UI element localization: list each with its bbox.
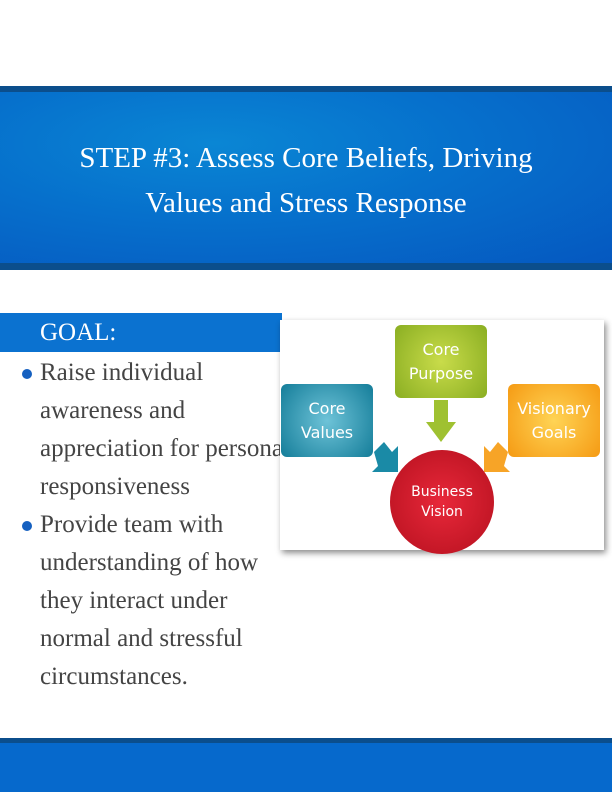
- bullet-icon: [22, 521, 32, 531]
- goal-heading: GOAL:: [0, 313, 282, 352]
- core-values-box: Core Values: [281, 384, 373, 457]
- list-item: Raise individual awareness and appreciat…: [0, 354, 300, 506]
- arrow-diag-left-icon: [372, 442, 398, 472]
- bullet-text: Provide team with understanding of how t…: [40, 511, 259, 690]
- title-line-2: Values and Stress Response: [145, 187, 467, 219]
- goal-list: Raise individual awareness and appreciat…: [0, 354, 300, 696]
- vision-diagram: Core Purpose Core Values Visionary Goals…: [280, 320, 604, 554]
- title-line-1: STEP #3: Assess Core Beliefs, Driving: [79, 142, 533, 174]
- diagram-arrows: [372, 400, 510, 472]
- bullet-text: Raise individual awareness and appreciat…: [40, 359, 290, 500]
- core-purpose-box: Core Purpose: [395, 325, 487, 398]
- arrow-diag-right-icon: [484, 442, 510, 472]
- visionary-goals-box: Visionary Goals: [508, 384, 600, 457]
- arrow-down-icon: [426, 400, 456, 442]
- list-item: Provide team with understanding of how t…: [0, 506, 300, 696]
- business-vision-circle: Business Vision: [390, 450, 494, 554]
- bullet-icon: [22, 369, 32, 379]
- footer-bar: [0, 738, 612, 792]
